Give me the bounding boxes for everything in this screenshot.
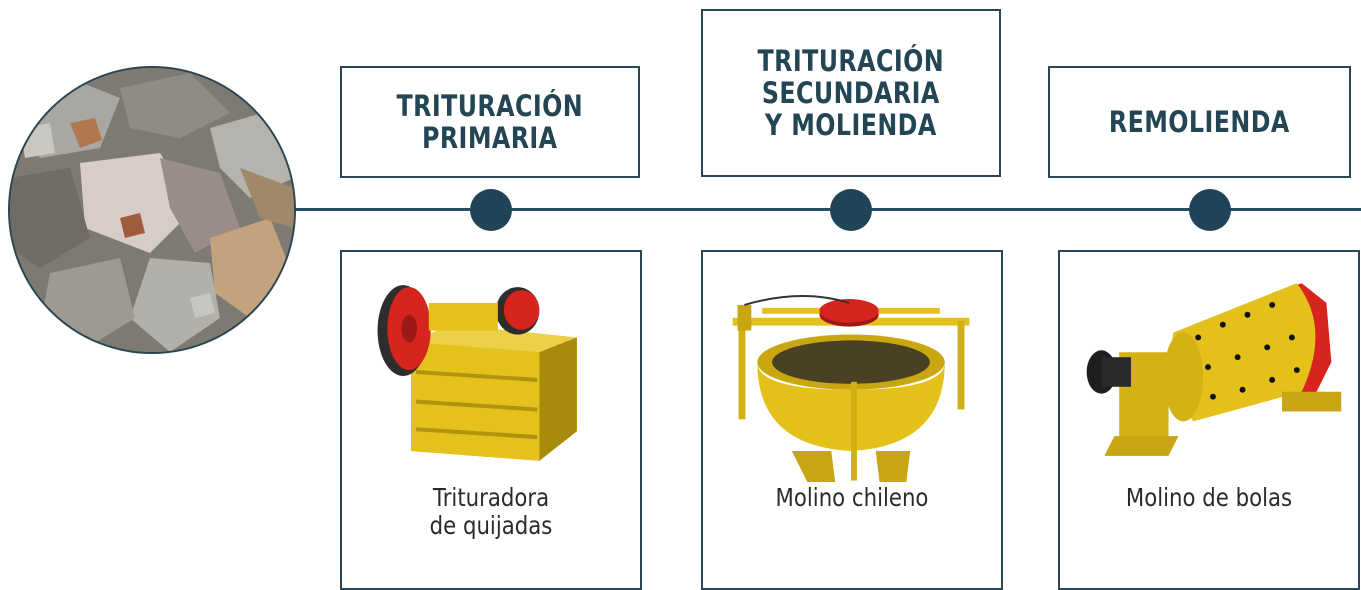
equipment-box-jaw-crusher: Trituradora de quijadas xyxy=(340,250,642,590)
equipment-label: Molino chileno xyxy=(775,483,929,512)
jaw-crusher-illustration xyxy=(377,285,577,461)
timeline-node-1 xyxy=(470,189,512,231)
rock-ore-illustration xyxy=(10,68,294,352)
timeline-line xyxy=(290,208,1361,211)
equipment-box-ball-mill: Molino de bolas xyxy=(1058,250,1360,590)
stage-box-regrinding: REMOLIENDA xyxy=(1048,66,1351,178)
ball-mill-illustration xyxy=(1086,283,1342,456)
rock-ore-image xyxy=(8,66,296,354)
stage-title: TRITURACIÓN SECUNDARIA Y MOLIENDA xyxy=(757,44,945,142)
equipment-box-chilean-mill: Molino chileno xyxy=(701,250,1003,590)
stage-box-secondary: TRITURACIÓN SECUNDARIA Y MOLIENDA xyxy=(701,9,1001,177)
equipment-label: Trituradora de quijadas xyxy=(429,483,553,540)
chilean-mill-illustration xyxy=(732,295,970,482)
timeline-node-2 xyxy=(830,189,872,231)
equipment-label: Molino de bolas xyxy=(1125,483,1293,512)
timeline-node-3 xyxy=(1189,189,1231,231)
stage-box-primary: TRITURACIÓN PRIMARIA xyxy=(340,66,640,178)
stage-title: TRITURACIÓN PRIMARIA xyxy=(396,89,584,155)
stage-title: REMOLIENDA xyxy=(1109,105,1290,139)
